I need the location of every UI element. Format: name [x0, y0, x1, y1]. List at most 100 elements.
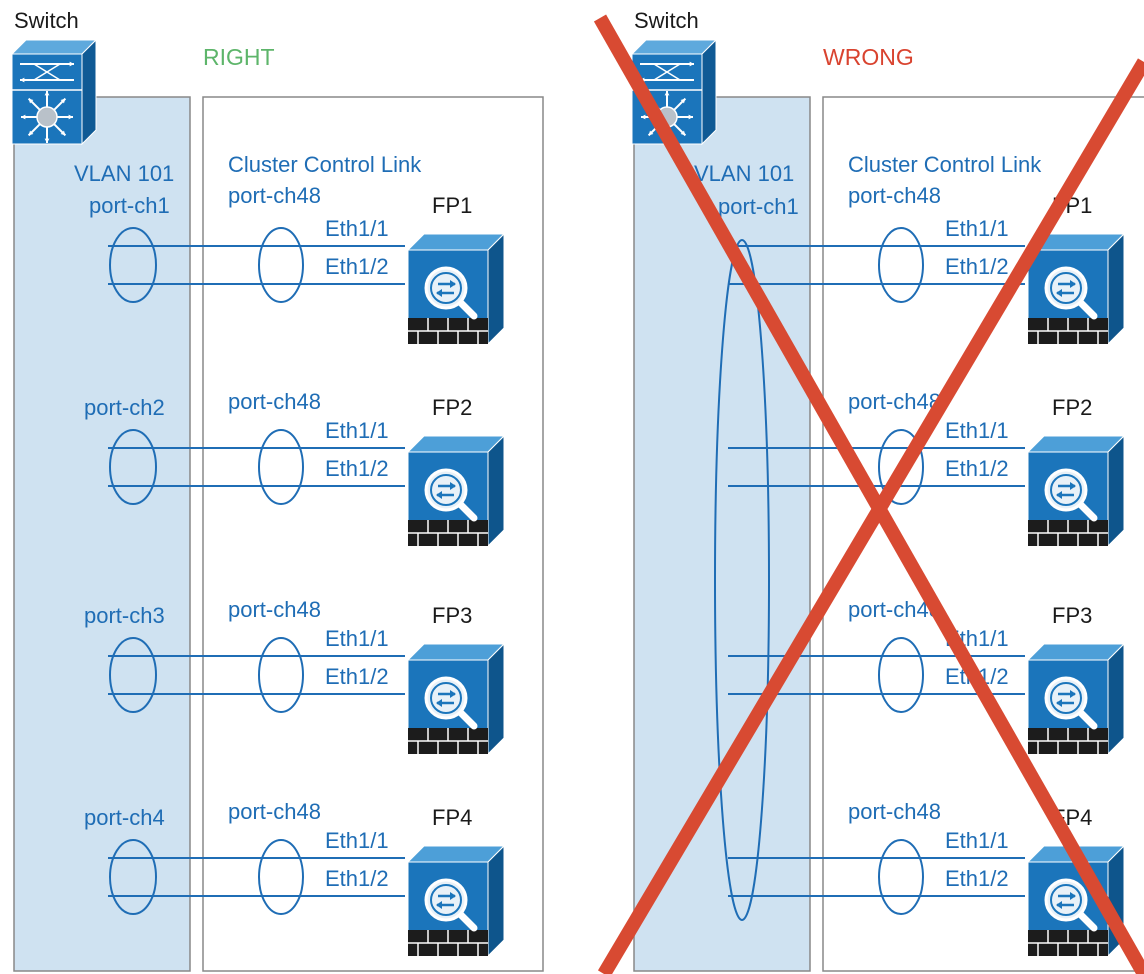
switch-icon: [10, 38, 98, 146]
device-side-face: [1107, 642, 1125, 756]
ccl-channel-label: port-ch48: [848, 183, 941, 208]
port-label: Eth1/1: [945, 418, 1009, 443]
magnifier-arrowhead: [1056, 491, 1062, 499]
device-top-face: [1026, 435, 1126, 453]
device-label: FP4: [432, 805, 472, 830]
device-top-face: [1026, 643, 1126, 661]
device-top-face: [406, 845, 506, 863]
switch-cross-line: [653, 63, 681, 81]
port-channel-ellipse-ccl: [258, 637, 304, 713]
firepower-device-icon: [1026, 232, 1126, 346]
verdict-label: WRONG: [823, 44, 914, 70]
magnifier-handle: [1076, 298, 1098, 320]
switch-label: Switch: [634, 8, 699, 33]
data-channel-label: port-ch1: [89, 193, 170, 218]
switch-arrowhead: [28, 98, 34, 104]
ccl-label: Cluster Control Link: [848, 152, 1042, 177]
magnifier-ring: [1050, 682, 1082, 714]
device-side-face: [1107, 434, 1125, 548]
port-label: Eth1/1: [945, 828, 1009, 853]
port-label: Eth1/1: [325, 418, 389, 443]
port-channel-ellipse-ccl: [258, 227, 304, 303]
port-channel-ellipse-ccl: [878, 839, 924, 915]
switch-arrowhead: [689, 61, 694, 67]
magnifier-arrowhead: [1070, 892, 1076, 900]
data-channel-label: port-ch1: [718, 194, 799, 219]
firepower-device-icon: [406, 642, 506, 756]
magnifier-arrowhead: [436, 901, 442, 909]
ccl-channel-label: port-ch48: [848, 799, 941, 824]
magnifier-arrowhead: [1056, 289, 1062, 297]
port-channel-ellipse-ccl: [258, 839, 304, 915]
port-channel-ellipse-spanned: [714, 239, 770, 921]
magnifier-arrowhead: [1070, 280, 1076, 288]
magnifier-handle: [456, 500, 478, 522]
magnifier-ring: [1050, 272, 1082, 304]
firepower-device-icon: [1026, 434, 1126, 548]
magnifier-arrowhead: [450, 892, 456, 900]
switch-label: Switch: [14, 8, 79, 33]
port-channel-ellipse-data: [109, 637, 157, 713]
port-label: Eth1/1: [325, 216, 389, 241]
device-label: FP3: [432, 603, 472, 628]
port-channel-ellipse-ccl: [878, 429, 924, 505]
magnifier-handle: [456, 910, 478, 932]
switch-arrowhead: [69, 61, 74, 67]
verdict-label: RIGHT: [203, 44, 275, 70]
switch-core: [36, 106, 58, 128]
switch-arrowhead: [44, 91, 50, 96]
ccl-channel-label: port-ch48: [228, 183, 321, 208]
port-label: Eth1/2: [945, 254, 1009, 279]
switch-arrowhead: [20, 77, 25, 83]
data-channel-label: port-ch4: [84, 805, 165, 830]
magnifier-ring: [1050, 884, 1082, 916]
ccl-label: Cluster Control Link: [228, 152, 422, 177]
firepower-device-icon: [406, 232, 506, 346]
magnifier-arrowhead: [450, 482, 456, 490]
magnifier-arrowhead: [450, 690, 456, 698]
magnifier-arrowhead: [436, 491, 442, 499]
magnifier-arrowhead: [436, 289, 442, 297]
device-side-face: [487, 642, 505, 756]
switch-arrowhead: [680, 130, 686, 136]
switch-band: [13, 96, 191, 972]
switch-arrowhead: [60, 98, 66, 104]
switch-arrowhead: [680, 98, 686, 104]
switch-arrowhead: [641, 114, 646, 120]
magnifier-handle: [456, 708, 478, 730]
port-label: Eth1/2: [945, 456, 1009, 481]
device-top-face: [406, 233, 506, 251]
vlan-label: VLAN 101: [74, 161, 174, 186]
port-label: Eth1/2: [325, 664, 389, 689]
switch-arrowhead: [648, 130, 654, 136]
port-label: Eth1/2: [945, 866, 1009, 891]
port-channel-ellipse-data: [109, 839, 157, 915]
ccl-channel-label: port-ch48: [228, 389, 321, 414]
magnifier-arrowhead: [1070, 690, 1076, 698]
firepower-device-icon: [1026, 642, 1126, 756]
magnifier-handle: [1076, 500, 1098, 522]
wrong-cross-stroke: [593, 14, 1144, 974]
ccl-channel-label: port-ch48: [848, 389, 941, 414]
switch-arrowhead: [44, 138, 50, 143]
switch-arrowhead: [21, 114, 26, 120]
switch-arrowhead: [688, 114, 693, 120]
port-label: Eth1/2: [325, 866, 389, 891]
magnifier-handle: [456, 298, 478, 320]
magnifier-handle: [1076, 910, 1098, 932]
wrong-cross-stroke: [597, 58, 1144, 974]
switch-side-face: [81, 38, 97, 146]
device-label: FP2: [432, 395, 472, 420]
magnifier-ring: [430, 272, 462, 304]
device-side-face: [487, 844, 505, 958]
device-label: FP2: [1052, 395, 1092, 420]
device-top-face: [406, 435, 506, 453]
port-label: Eth1/1: [325, 626, 389, 651]
magnifier-arrowhead: [1056, 901, 1062, 909]
magnifier-ring: [430, 884, 462, 916]
magnifier-ring: [1050, 474, 1082, 506]
port-channel-ellipse-data: [109, 429, 157, 505]
port-label: Eth1/1: [325, 828, 389, 853]
